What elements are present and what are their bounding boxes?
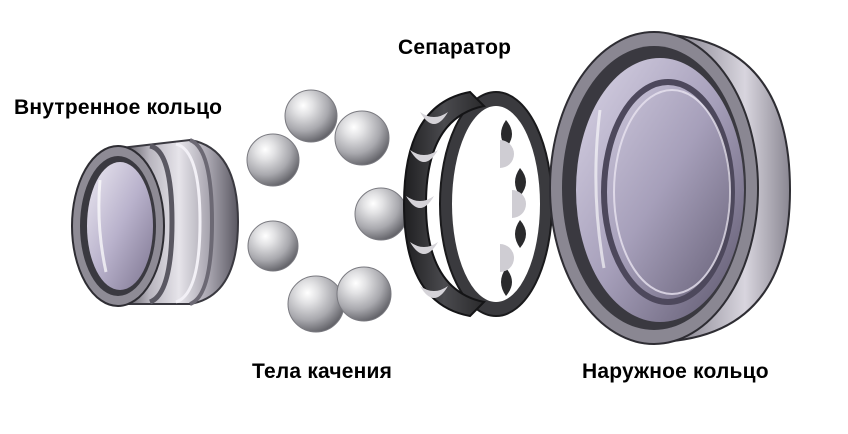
label-rolling-bodies: Тела качения: [252, 360, 393, 383]
ball-3: [246, 133, 300, 187]
ball-1: [284, 89, 338, 143]
rolling-balls: [246, 89, 408, 333]
ball-7: [336, 266, 392, 322]
label-outer-ring: Наружное кольцо: [582, 360, 769, 383]
label-separator: Сепаратор: [398, 36, 512, 59]
ball-2: [334, 110, 390, 166]
inner-ring: [71, 138, 240, 307]
outer-ring: [549, 31, 792, 345]
ball-6: [287, 275, 345, 333]
ball-5: [247, 220, 299, 272]
separator-cage: [402, 90, 553, 318]
label-inner-ring: Внутренное кольцо: [14, 96, 223, 119]
ball-4: [354, 187, 408, 241]
